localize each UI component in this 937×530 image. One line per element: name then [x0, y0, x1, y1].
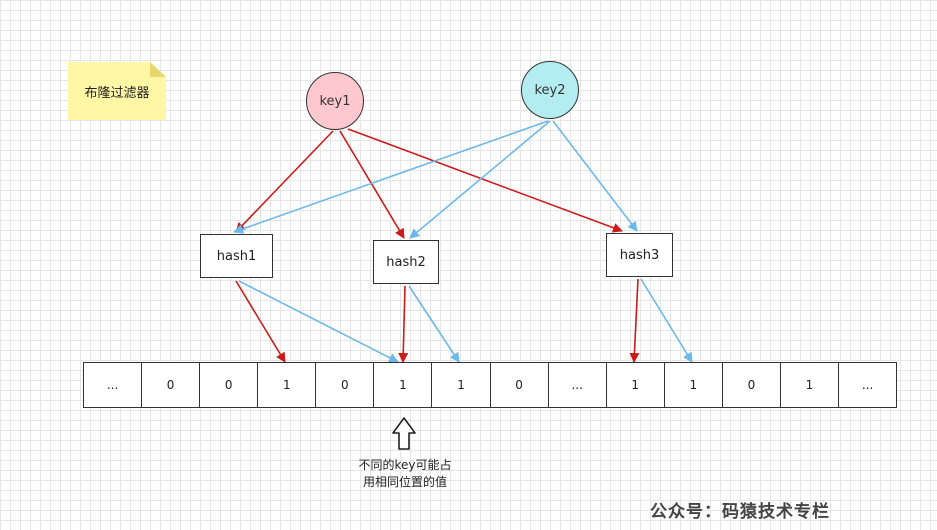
collision-caption: 不同的key可能占 用相同位置的值: [345, 457, 465, 491]
bit-cell: 1: [258, 363, 317, 407]
bit-cell: 1: [781, 363, 840, 407]
bit-cell: 0: [200, 363, 259, 407]
arrow-hash2-bit6: [408, 285, 460, 363]
bit-cell: ...: [549, 363, 607, 407]
note-title: 布隆过滤器: [84, 85, 150, 101]
hash1-box[interactable]: hash1: [200, 234, 273, 278]
key2-node[interactable]: key2: [521, 61, 579, 119]
arrow-hash3-bit9: [629, 278, 640, 363]
bit-cell: 1: [607, 363, 665, 407]
bit-cell: 0: [723, 363, 781, 407]
hollow-up-arrow: [392, 417, 416, 450]
arrow-key2-hash2: [409, 120, 551, 239]
watermark: 公众号：码猿技术专栏: [650, 502, 830, 522]
bit-array: ... 0 0 1 0 1 1 0 ... 1 1 0 1 ...: [83, 362, 897, 408]
arrow-hash2-bit5: [398, 285, 409, 363]
arrow-hash3-bit10: [640, 278, 693, 363]
arrow-hash1-bit3: [235, 280, 286, 363]
arrow-hash1-bit5: [238, 280, 399, 363]
arrow-key2-hash1: [233, 120, 549, 234]
arrow-key1-hash2: [339, 130, 405, 239]
sticky-note: [68, 62, 166, 120]
hash2-box[interactable]: hash2: [373, 240, 439, 284]
bit-cell: 1: [665, 363, 723, 407]
bit-cell: ...: [861, 378, 874, 392]
bit-cell: ...: [84, 363, 143, 407]
arrow-key2-hash3: [552, 120, 638, 232]
bit-cell: 0: [491, 363, 549, 407]
hash3-box[interactable]: hash3: [606, 233, 673, 277]
key1-node[interactable]: key1: [306, 72, 364, 130]
bit-cell: 1: [374, 363, 433, 407]
bit-cell: 0: [316, 363, 375, 407]
caption-line1: 不同的key可能占: [358, 458, 452, 472]
arrow-key1-hash3: [347, 128, 623, 233]
caption-line2: 用相同位置的值: [362, 475, 447, 489]
bit-cell: 0: [142, 363, 201, 407]
arrow-key1-hash1: [235, 130, 334, 233]
bit-cell: 1: [432, 363, 491, 407]
